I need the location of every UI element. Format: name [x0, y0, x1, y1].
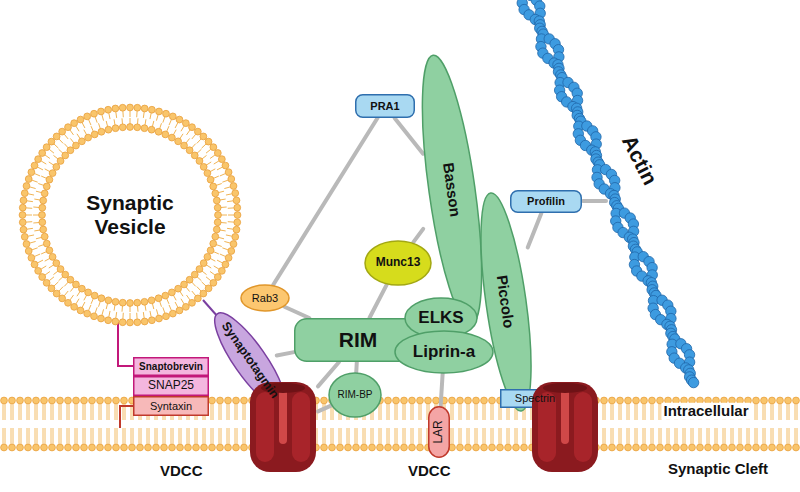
region-label: Intracellular: [661, 403, 750, 420]
actin-bead: [688, 377, 698, 387]
snare-box: SNAP25: [133, 376, 209, 396]
binding-line: [284, 307, 309, 318]
filament-label: Actin: [617, 130, 663, 191]
synaptic-vesicle: Synaptic Vesicle: [18, 103, 242, 327]
protein-name: SNAP25: [148, 379, 194, 393]
outline: [329, 373, 381, 417]
binding-line: [528, 213, 542, 247]
protein-ellipse: Rab3: [240, 284, 290, 312]
protein-name: Syntaxin: [150, 400, 192, 413]
binding-line: [277, 352, 294, 355]
protein-name: RIM: [339, 328, 378, 352]
protein-name: RIM-BP: [338, 389, 373, 401]
outline: [471, 190, 541, 413]
snare-box: Snaptobrevin: [133, 357, 209, 376]
calcium-channel-shape: [248, 382, 318, 472]
outline: [134, 377, 209, 396]
channel-body: [250, 382, 316, 472]
outline: [410, 52, 493, 328]
channel-body: [532, 382, 598, 472]
protein-ellipse: Synaptotagmin: [214, 312, 286, 409]
outline: [511, 191, 582, 213]
protein-name: Snaptobrevin: [139, 361, 203, 373]
binding-line: [413, 229, 423, 243]
outline: [134, 397, 209, 416]
binding-line: [273, 118, 377, 285]
scaffold-protein: Basson: [422, 52, 482, 328]
outline: [395, 331, 493, 373]
snare-box: Syntaxin: [133, 396, 209, 416]
protein-name: Munc13: [376, 256, 421, 270]
binding-line: [583, 199, 606, 203]
protein-ellipse: RIM-BP: [328, 372, 382, 418]
outline: [134, 358, 209, 376]
lipid-bilayer: [19, 104, 241, 326]
cell-membrane: [0, 396, 800, 452]
vesicle-anchor: [118, 322, 133, 366]
scaffold-protein: Piccolo: [481, 192, 531, 412]
protein-name: Synaptic Vesicle: [75, 191, 185, 239]
receptor-pill: LAR: [428, 406, 450, 458]
protein-name: PRA1: [370, 100, 399, 113]
outline: [365, 241, 431, 285]
protein-name: Rab3: [252, 292, 278, 305]
binding-line: [395, 118, 423, 154]
protein-name: Spectrin: [515, 392, 555, 405]
outline: [356, 95, 415, 118]
channel-label: VDCC: [408, 462, 451, 479]
binding-line: [369, 285, 386, 318]
binding-line: [441, 374, 443, 406]
outline: [429, 407, 450, 458]
protein-box: PRA1: [355, 94, 415, 118]
binding-line: [354, 362, 359, 372]
membrane-anchor: [120, 406, 133, 428]
protein-box: Profilin: [510, 190, 582, 213]
protein-name: Liprin-a: [413, 342, 475, 362]
protein-ellipse: Munc13: [364, 240, 432, 286]
protein-name: Profilin: [527, 195, 565, 208]
protein-name: Synaptotagmin: [218, 319, 282, 401]
outline: [241, 285, 289, 311]
region-label: Synaptic Cleft: [666, 461, 770, 478]
protein-name: LAR: [432, 420, 446, 443]
protein-ellipse: Liprin-a: [394, 330, 494, 374]
protein-name: ELKS: [418, 308, 463, 328]
calcium-channel: VDCC: [248, 382, 318, 472]
channel-label: VDCC: [160, 462, 203, 479]
binding-line: [318, 406, 331, 412]
